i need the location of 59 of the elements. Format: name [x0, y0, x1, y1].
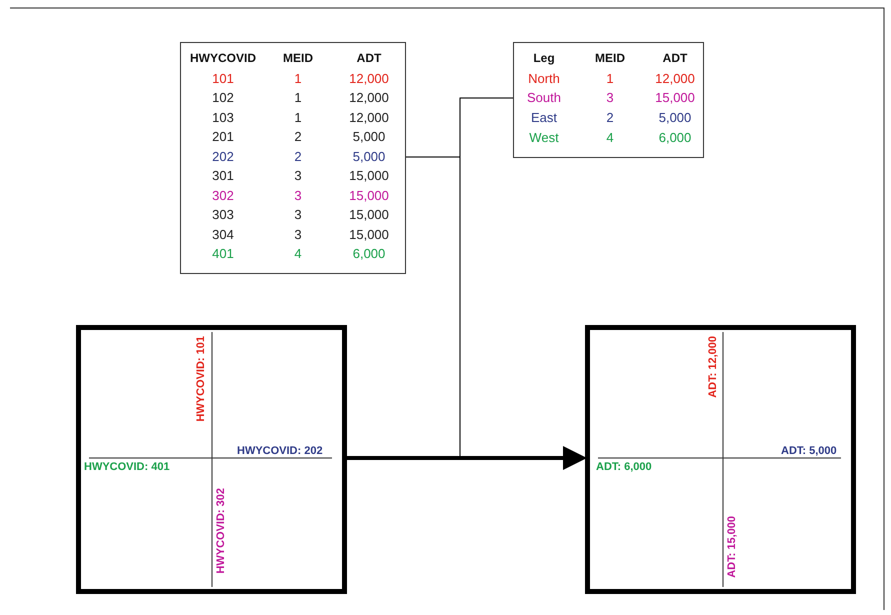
table-cell: 302 — [212, 188, 234, 202]
table-cell: 1 — [606, 70, 614, 86]
table-cell: 15,000 — [349, 168, 389, 183]
thick-arrow — [347, 446, 587, 470]
table-cell: 15,000 — [655, 90, 695, 106]
table-cell: 1 — [294, 70, 302, 86]
traffic-volume-label: ADT: 5,000 — [781, 445, 837, 457]
table-cell: 5,000 — [352, 129, 386, 144]
column-header: MEID — [283, 51, 313, 66]
table-cell: 15,000 — [349, 188, 389, 202]
table-cell: 1 — [294, 110, 302, 124]
road-id-label: HWYCOVID: 101 — [195, 336, 207, 422]
road-id-label: HWYCOVID: 401 — [84, 461, 170, 473]
table-cell: 304 — [212, 226, 234, 242]
table-cell: 2 — [294, 148, 302, 164]
table-cell: North — [528, 70, 560, 86]
table-cell: 201 — [212, 129, 234, 144]
table-cell: 3 — [294, 168, 302, 183]
table-cell: 15,000 — [349, 207, 389, 222]
table-cell: 12,000 — [349, 70, 389, 86]
table-cell: 3 — [294, 188, 302, 202]
data-table — [513, 42, 704, 158]
column-header: ADT — [662, 51, 688, 66]
table-cell: West — [529, 130, 559, 145]
table-cell: 12,000 — [349, 90, 389, 105]
table-cell: 3 — [294, 226, 302, 242]
column-header: ADT — [356, 51, 382, 66]
table-cell: 1 — [294, 90, 302, 105]
table-cell: 303 — [212, 207, 234, 222]
table-cell: 301 — [212, 168, 234, 183]
table-cell: 101 — [212, 70, 234, 86]
table-cell: 6,000 — [352, 246, 386, 261]
data-table — [180, 42, 406, 274]
traffic-volume-label: ADT: 12,000 — [707, 336, 719, 398]
table-cell: 4 — [606, 130, 614, 145]
table-cell: 15,000 — [349, 226, 389, 242]
table-cell: 401 — [212, 246, 234, 261]
table-cell: South — [527, 90, 561, 106]
table-cell: 5,000 — [352, 148, 386, 164]
table-cell: 5,000 — [658, 110, 692, 126]
table-cell: 202 — [212, 148, 234, 164]
table-cell: East — [531, 110, 557, 126]
table-cell: 6,000 — [658, 130, 692, 145]
table-cell: 3 — [606, 90, 614, 106]
road-id-label: HWYCOVID: 302 — [215, 488, 227, 574]
table-cell: 12,000 — [349, 110, 389, 124]
road-id-label: HWYCOVID: 202 — [237, 445, 323, 457]
table-cell: 102 — [212, 90, 234, 105]
table-cell: 2 — [606, 110, 614, 126]
table-cell: 3 — [294, 207, 302, 222]
column-header: HWYCOVID — [190, 51, 256, 66]
table-cell: 2 — [294, 129, 302, 144]
table-cell: 103 — [212, 110, 234, 124]
column-header: Leg — [533, 51, 555, 66]
table-cell: 12,000 — [655, 70, 695, 86]
column-header: MEID — [595, 51, 625, 66]
traffic-volume-label: ADT: 15,000 — [726, 516, 738, 578]
traffic-volume-label: ADT: 6,000 — [596, 461, 652, 473]
table-cell: 4 — [294, 246, 302, 261]
